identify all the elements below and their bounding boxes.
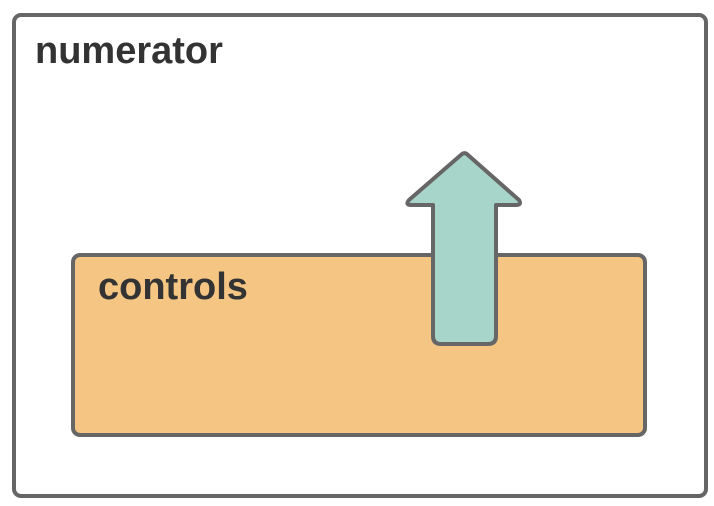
controls-label: controls	[98, 266, 248, 308]
numerator-label: numerator	[35, 30, 223, 72]
controls-box	[71, 253, 647, 437]
